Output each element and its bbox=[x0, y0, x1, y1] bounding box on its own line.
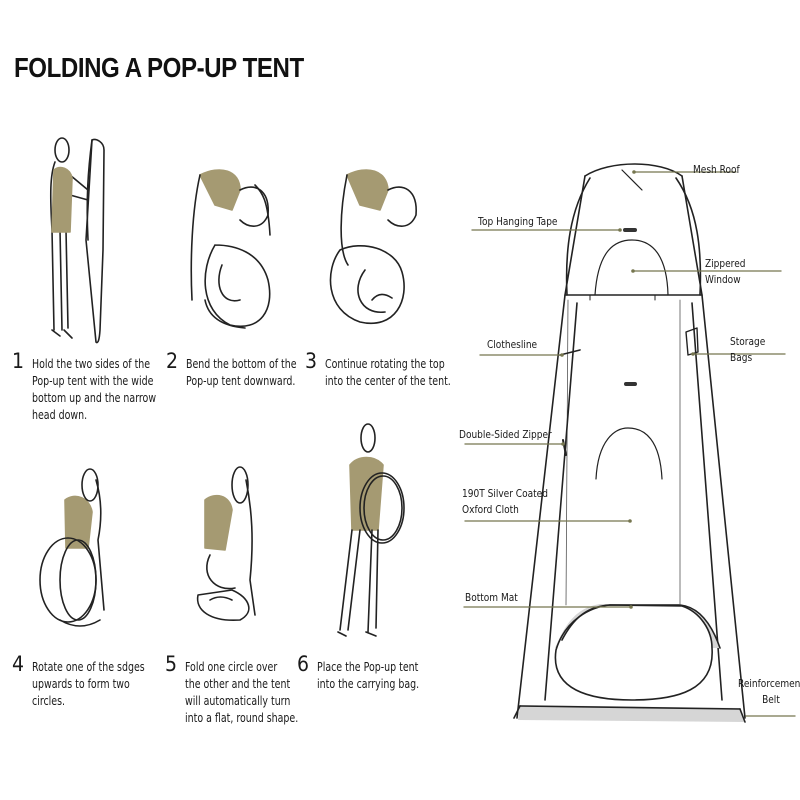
step-5-illustration bbox=[196, 466, 256, 621]
step-4-text: Rotate one of the sdges upwards to form … bbox=[32, 659, 145, 708]
label-clothesline: Clothesline bbox=[487, 338, 538, 351]
label-top-hanging-tape: Top Hanging Tape bbox=[478, 215, 558, 228]
page-title: FOLDING A POP-UP TENT bbox=[14, 52, 304, 83]
step-5-text: Fold one circle over the other and the t… bbox=[185, 659, 299, 725]
label-mesh-roof: Mesh Roof bbox=[693, 163, 740, 176]
label-double-sided-zipper: Double-Sided Zipper bbox=[459, 428, 552, 441]
step-2-caption: 2 Bend the bottom of the Pop-up tent dow… bbox=[166, 349, 346, 389]
step-6-number: 6 bbox=[297, 652, 310, 676]
step-1-caption: 1 Hold the two sides of the Pop-up tent … bbox=[12, 349, 192, 423]
tent-diagram bbox=[513, 163, 746, 723]
step-2-illustration bbox=[190, 169, 271, 329]
step-5-number: 5 bbox=[165, 652, 178, 676]
step-4-caption: 4 Rotate one of the sdges upwards to for… bbox=[12, 652, 192, 709]
step-2-text: Bend the bottom of the Pop-up tent downw… bbox=[186, 356, 297, 388]
step-1-text: Hold the two sides of the Pop-up tent wi… bbox=[32, 356, 157, 422]
step-3-illustration bbox=[329, 169, 417, 325]
label-bottom-mat: Bottom Mat bbox=[465, 591, 518, 604]
step-1-illustration bbox=[49, 137, 105, 344]
label-reinforcement-belt: Reinforcement Belt bbox=[738, 677, 800, 706]
step-5-caption: 5 Fold one circle over the other and the… bbox=[165, 652, 345, 726]
step-2-number: 2 bbox=[166, 349, 179, 373]
step-6-text: Place the Pop-up tent into the carrying … bbox=[317, 659, 420, 691]
step-6-caption: 6 Place the Pop-up tent into the carryin… bbox=[297, 652, 477, 692]
label-oxford-cloth: 190T Silver Coated Oxford Cloth bbox=[462, 487, 548, 516]
step-1-number: 1 bbox=[12, 349, 25, 373]
leader-lines bbox=[463, 171, 796, 717]
step-4-illustration bbox=[39, 468, 105, 627]
label-zippered-window: Zippered Window bbox=[705, 257, 746, 286]
step-3-caption: 3 Continue rotating the top into the cen… bbox=[305, 349, 485, 389]
label-storage-bags: Storage Bags bbox=[730, 335, 766, 364]
step-4-number: 4 bbox=[12, 652, 25, 676]
step-3-text: Continue rotating the top into the cente… bbox=[325, 356, 451, 388]
step-6-illustration bbox=[337, 423, 405, 637]
step-3-number: 3 bbox=[305, 349, 318, 373]
